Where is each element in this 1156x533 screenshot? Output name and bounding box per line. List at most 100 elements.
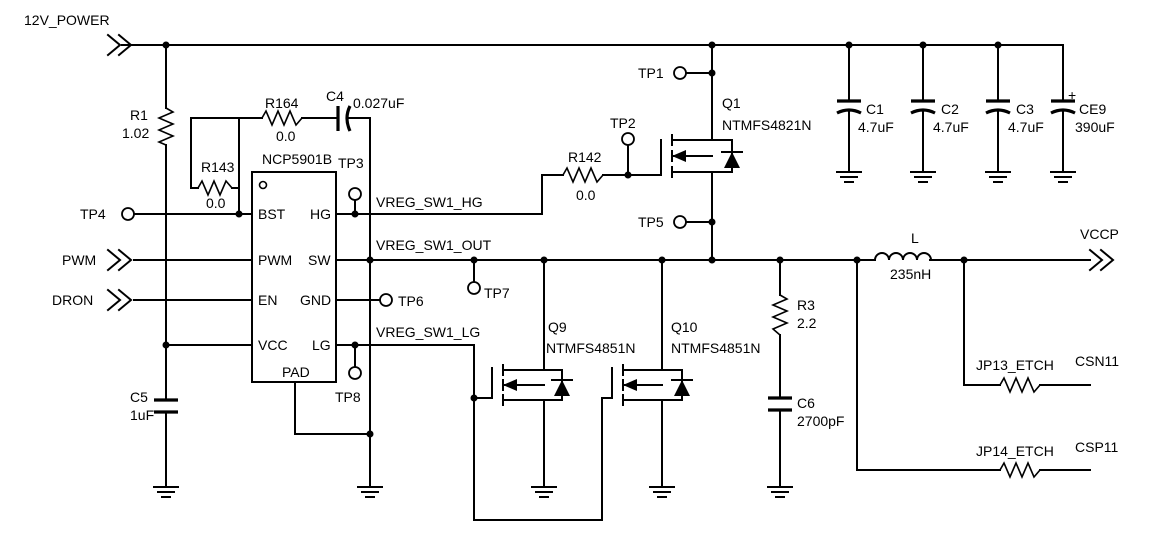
test-point-tp6[interactable] [379,293,393,307]
junction-dot [960,256,968,264]
ground-symbols [153,171,1076,498]
junction-dot [994,41,1002,49]
inductor-ref: L [911,230,919,246]
port-arrow-icon [106,288,133,312]
capacitor-c5-icon [154,398,178,414]
resistor-r1-icon [156,107,176,146]
junction-dot [162,341,170,349]
test-point-tp2[interactable] [621,132,635,146]
resistors [156,107,1041,480]
junction-dot [162,41,170,49]
net-label-pwm: PWM [62,252,96,268]
junction-dot [776,256,784,264]
capacitor-c4-icon [336,105,352,132]
junction-dot [624,171,632,179]
net-label-lg: VREG_SW1_LG [376,324,480,340]
junction-dot [845,41,853,49]
test-point-circles [121,66,687,380]
tp8-label: TP8 [335,389,361,405]
c4-ref: C4 [326,88,344,104]
ground-icon [531,486,557,498]
ce9-ref: CE9 [1079,101,1106,117]
capacitor-c3-icon [985,99,1011,115]
c2-value: 4.7uF [933,119,969,135]
c5-value: 1uF [130,407,154,423]
tp7-label: TP7 [484,285,510,301]
port-arrow-icon [106,248,133,272]
tp2-label: TP2 [610,115,636,131]
ic-pin-pad: PAD [282,364,310,380]
r143-ref: R143 [201,159,235,175]
c2-ref: C2 [941,101,959,117]
q9-ref: Q9 [548,319,567,335]
resistor-jp13-icon [999,375,1041,395]
labels: 12V_POWER PWM DRON VCCP CSN11 CSP11 VREG… [24,12,1119,459]
ic-name-label: NCP5901B [262,151,332,167]
capacitor-c6-icon [768,396,792,412]
jp13-ref: JP13_ETCH [976,357,1054,373]
c6-ref: C6 [797,395,815,411]
c1-ref: C1 [866,101,884,117]
test-point-tp8[interactable] [348,366,362,380]
inductor-value: 235nH [890,266,931,282]
test-point-tp4[interactable] [121,207,135,221]
resistor-r3-icon [770,294,790,336]
r142-ref: R142 [568,149,602,165]
ground-icon [767,486,793,498]
ground-icon [649,486,675,498]
junction-dot [853,256,861,264]
r164-ref: R164 [265,95,299,111]
capacitors [154,99,1076,414]
ic-ncp5901b [251,171,337,383]
r3-value: 2.2 [797,315,817,331]
test-point-tp7[interactable] [467,281,481,295]
inductor-l-icon [873,252,933,262]
junction-dot [366,256,374,264]
ground-icon [985,171,1011,183]
junction-dot [708,218,716,226]
r164-value: 0.0 [276,128,296,144]
junction-dot [708,256,716,264]
ground-icon [153,486,179,498]
r143-value: 0.0 [206,195,226,211]
net-label-sw-out: VREG_SW1_OUT [376,237,492,253]
ground-icon [1050,171,1076,183]
ic-pin-bst: BST [258,206,286,222]
test-point-tp3[interactable] [348,187,362,201]
tp1-label: TP1 [638,65,664,81]
ic-pin-vcc: VCC [258,337,288,353]
q1-ref: Q1 [722,95,741,111]
wires [121,44,1091,521]
ic-pin-gnd: GND [300,292,331,308]
net-label-vccp: VCCP [1080,226,1119,242]
mosfet-q10-icon [611,356,693,441]
junction-dot [919,41,927,49]
junction-dot [470,394,478,402]
tp5-label: TP5 [638,214,664,230]
test-point-tp5[interactable] [673,215,687,229]
q10-ref: Q10 [671,319,698,335]
net-label-csn11: CSN11 [1075,353,1119,369]
q10-part: NTMFS4851N [671,340,760,356]
test-point-tp1[interactable] [673,66,687,80]
ground-icon [910,171,936,183]
q1-part: NTMFS4821N [722,117,811,133]
r142-value: 0.0 [576,187,596,203]
c3-ref: C3 [1016,101,1034,117]
capacitor-ce9-icon [1050,99,1076,115]
tp6-label: TP6 [398,293,424,309]
junction-dot [366,430,374,438]
ic-pin-hg: HG [310,206,331,222]
tp4-label: TP4 [80,206,106,222]
junction-dot [235,210,243,218]
junction-dot [708,69,716,77]
junction-dot [470,256,478,264]
r1-ref: R1 [130,107,148,123]
q9-part: NTMFS4851N [546,340,635,356]
port-arrows [106,33,1115,312]
net-label-12v-power: 12V_POWER [24,12,110,28]
junction-dot [351,341,359,349]
junction-dot [708,41,716,49]
ce9-value: 390uF [1075,119,1115,135]
junction-dot [658,256,666,264]
